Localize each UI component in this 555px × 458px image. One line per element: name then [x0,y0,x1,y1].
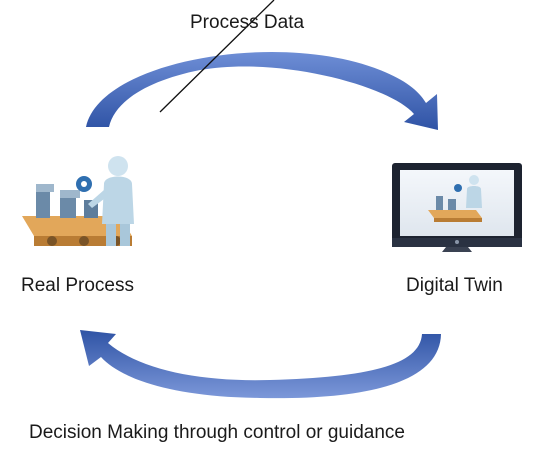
decision-making-label: Decision Making through control or guida… [29,422,405,443]
annotation-line [159,0,275,113]
process-data-label: Process Data [190,12,305,33]
factory-worker-assembly-line-icon [22,156,134,246]
digital-twin-label: Digital Twin [406,275,503,296]
monitor-with-factory-worker-icon [392,163,522,252]
real-process-label: Real Process [21,275,134,296]
process-data-arrow [86,51,438,130]
decision-making-arrow [80,330,441,399]
